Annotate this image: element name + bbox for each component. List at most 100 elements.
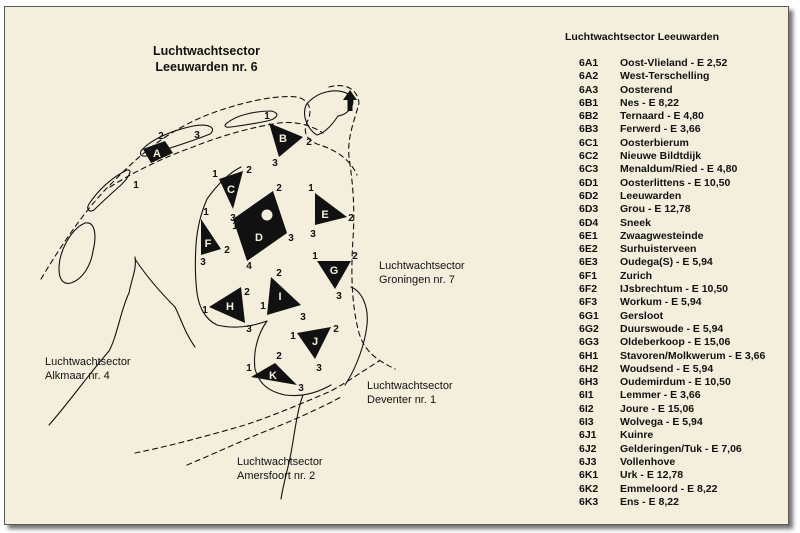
legend-code: 6H1 [579, 349, 599, 362]
legend-place-name: Ternaard - E 4,80 [620, 110, 704, 123]
corner-num: 2 [276, 268, 282, 279]
legend-code: 6I2 [579, 402, 594, 415]
legend-place-name: Gersloot [620, 309, 664, 322]
map-frame: A B C D E F G H I J K 2 3 1 1 2 3 2 [4, 6, 789, 525]
legend-code: 6E2 [579, 243, 598, 256]
island-schiermonnikoog [304, 90, 354, 136]
legend-place-name: Oudega(S) - E 5,94 [620, 256, 713, 269]
corner-num: 2 [158, 131, 164, 142]
group-j-shape [297, 327, 331, 359]
group-k-label: K [269, 370, 277, 382]
legend-place-name: Nes - E 8,22 [620, 96, 679, 109]
corner-num: 3 [200, 257, 206, 268]
sector-label-leeuwarden: Luchtwachtsector Leeuwarden nr. 6 [153, 44, 260, 74]
legend-place-name: Oldeberkoop - E 15,06 [620, 336, 731, 349]
legend-code: 6J2 [579, 442, 597, 455]
corner-num: 2 [306, 137, 312, 148]
legend-place-name: Nieuwe Bildtdijk [620, 150, 702, 163]
group-e-shape [315, 193, 347, 225]
leeuwarden-dot [260, 208, 274, 222]
corner-num: 2 [244, 287, 250, 298]
legend-place-name: Oosterlittens - E 10,50 [620, 176, 731, 189]
coast-friesland [194, 166, 332, 397]
group-g-label: G [330, 265, 339, 277]
legend-code: 6A1 [579, 57, 599, 69]
sector-boundary-north [40, 96, 358, 280]
corner-num: 2 [348, 213, 354, 224]
corner-num: 1 [246, 363, 252, 374]
legend-place-name: Zwaagwesteinde [620, 229, 704, 242]
legend-place-name: Oosterbierum [620, 136, 689, 149]
legend-place-name: Ens - E 8,22 [620, 495, 679, 508]
group-h-shape [209, 287, 245, 323]
legend-code: 6K3 [579, 495, 599, 508]
canal-west [134, 258, 196, 348]
corner-num: 3 [300, 312, 306, 323]
legend-code: 6H3 [579, 376, 599, 389]
corner-num: 2 [276, 183, 282, 194]
corner-num: 1 [232, 221, 238, 232]
corner-num: 1 [212, 169, 218, 180]
group-k-shape [251, 363, 297, 385]
corner-num: 3 [288, 233, 294, 244]
legend-place-name: Workum - E 5,94 [620, 296, 702, 309]
legend-code: 6D1 [579, 176, 599, 189]
legend-code: 6I1 [579, 389, 594, 402]
group-a-shape [143, 141, 173, 163]
legend-place-name: Grou - E 12,78 [620, 203, 691, 216]
group-j-label: J [312, 336, 318, 348]
sector-boundary-east [328, 85, 396, 370]
legend-entry: 6C2 Nieuwe Bildtdijk [579, 150, 765, 163]
legend-code: 6A3 [579, 83, 599, 96]
group-e-label: E [321, 209, 328, 221]
corner-num: 3 [246, 324, 252, 335]
group-f-shape [201, 219, 221, 255]
corner-num: 1 [312, 251, 318, 262]
legend-place-name: Lemmer - E 3,66 [620, 389, 701, 402]
arrow-up-icon [343, 90, 357, 111]
legend-place-name: Woudsend - E 5,94 [620, 362, 714, 375]
corner-num: 1 [308, 183, 314, 194]
legend-code: 6E3 [579, 256, 598, 269]
legend-place-name: IJsbrechtum - E 10,50 [620, 283, 728, 296]
corner-num: 2 [276, 351, 282, 362]
river-south [280, 394, 304, 500]
legend-entry: 6D1 Oosterlittens - E 10,50 [579, 177, 765, 190]
legend-place-name: West-Terschelling [620, 70, 710, 83]
corner-num: 3 [298, 383, 304, 394]
legend-code: 6C2 [579, 150, 599, 163]
legend-entry: 6I1 Lemmer - E 3,66 [579, 389, 765, 402]
legend-title: Luchtwachtsector Leeuwarden [565, 31, 720, 43]
legend-entry: 6K3 Ens - E 8,22 [579, 496, 765, 509]
legend-place-name: Sneek [620, 216, 651, 229]
sector-map: A B C D E F G H I J K 2 3 1 1 2 3 2 [40, 85, 396, 500]
corner-num: 1 [264, 111, 270, 122]
legend-code: 6G3 [579, 336, 599, 349]
legend-place-name: Urk - E 12,78 [620, 469, 684, 482]
island-texel [58, 222, 96, 284]
group-b-label: B [279, 133, 287, 145]
group-c-label: C [227, 184, 235, 196]
